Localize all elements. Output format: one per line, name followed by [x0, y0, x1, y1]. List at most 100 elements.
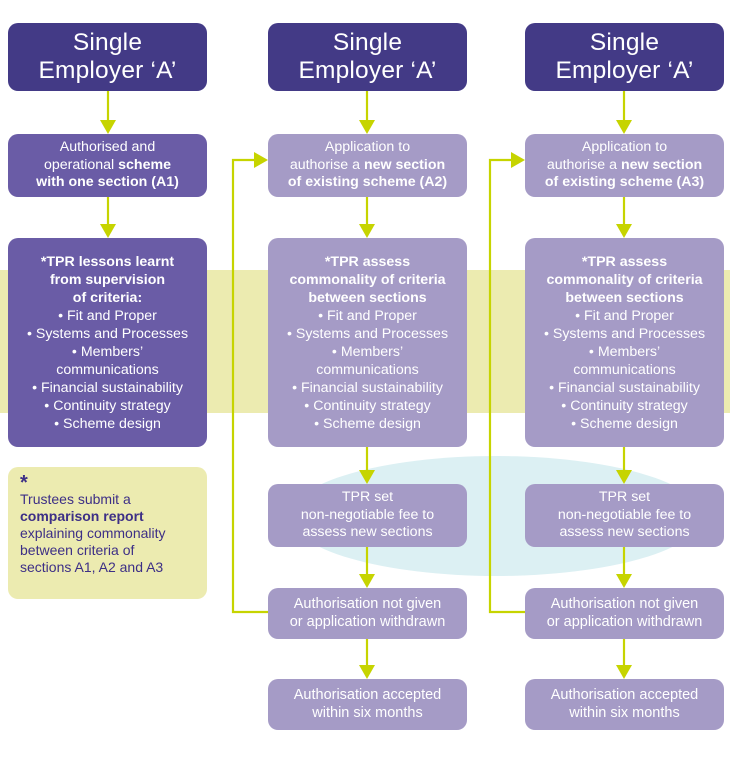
criteria-item: • Systems and Processes [286, 325, 449, 342]
col1-step1-line1: Authorised and [59, 139, 156, 156]
col2-accepted-line2: within six months [312, 704, 423, 721]
criteria-title-line: of criteria: [72, 289, 143, 306]
col3-fee-line2: non-negotiable fee to [557, 506, 692, 523]
criteria-item: • Members’ [588, 343, 661, 360]
col2-fee-line1: TPR set [341, 489, 394, 506]
col2-rejected-line1: Authorisation not given [293, 596, 442, 612]
criteria-item: • Systems and Processes [543, 325, 706, 342]
col2-accepted-box: Authorisation accepted within six months [268, 679, 467, 730]
criteria-item: • Scheme design [54, 415, 161, 432]
criteria-item: • Continuity strategy [304, 397, 431, 414]
criteria-item: • Financial sustainability [32, 379, 183, 396]
criteria-title-line: *TPR assess [581, 253, 668, 270]
col3-feedback-line [488, 158, 525, 614]
criteria-item: • Members’ [331, 343, 404, 360]
col2-fee-line3: assess new sections [302, 524, 433, 541]
col3-application-box: Application to authorise a new section o… [525, 134, 724, 197]
col3-accepted-line2: within six months [569, 704, 680, 721]
col1-step1-line2: operational scheme [44, 156, 171, 173]
criteria-item: • Fit and Proper [58, 307, 157, 324]
col3-arrow-2-arrowhead-icon [616, 224, 632, 238]
col3-fee-line1: TPR set [598, 489, 651, 506]
criteria-item: • Members’ [71, 343, 144, 360]
note-line: explaining commonality [20, 525, 166, 541]
note-line: comparison report [20, 508, 144, 524]
col1-scheme-box: Authorised and operational scheme with o… [8, 134, 207, 197]
col2-rejected-box: Authorisation not given or application w… [268, 588, 467, 639]
col1-arrow-1-arrowhead-icon [100, 120, 116, 134]
criteria-item: • Continuity strategy [561, 397, 688, 414]
col2-step1-line2: authorise a new section [289, 156, 446, 173]
col2-header-line2: Employer ‘A’ [298, 57, 437, 84]
col3-feedback-arrowhead-icon [511, 152, 525, 168]
col2-fee-box: TPR set non-negotiable fee to assess new… [268, 484, 467, 547]
col2-header-box: Single Employer ‘A’ [268, 23, 467, 91]
col3-fee-box: TPR set non-negotiable fee to assess new… [525, 484, 724, 547]
col2-arrow-1-arrowhead-icon [359, 120, 375, 134]
criteria-title-line: from supervision [49, 271, 166, 288]
col3-header-line2: Employer ‘A’ [555, 57, 694, 84]
col3-header-line1: Single [589, 29, 660, 56]
col3-header-box: Single Employer ‘A’ [525, 23, 724, 91]
col2-feedback-line [231, 158, 268, 614]
col3-step1-line2: authorise a new section [546, 156, 703, 173]
col3-step1-line1: Application to [581, 139, 668, 156]
col2-arrow-3-arrowhead-icon [359, 470, 375, 484]
col3-arrow-1-arrowhead-icon [616, 120, 632, 134]
col3-arrow-3-arrowhead-icon [616, 470, 632, 484]
col3-rejected-line1: Authorisation not given [550, 596, 699, 612]
col3-fee-line3: assess new sections [559, 524, 690, 541]
note-line: sections A1, A2 and A3 [20, 559, 164, 575]
col2-application-box: Application to authorise a new section o… [268, 134, 467, 197]
col1-arrow-2-arrowhead-icon [100, 224, 116, 238]
col2-arrow-2-arrowhead-icon [359, 224, 375, 238]
col2-fee-line2: non-negotiable fee to [300, 506, 435, 523]
col2-arrow-4-arrowhead-icon [359, 574, 375, 588]
col2-rejected-line2: or application withdrawn [289, 613, 446, 630]
criteria-item: • Financial sustainability [292, 379, 443, 396]
criteria-title-line: commonality of criteria [546, 271, 703, 288]
criteria-item: communications [316, 361, 419, 378]
criteria-title-line: *TPR lessons learnt [40, 253, 175, 270]
criteria-item: • Scheme design [571, 415, 678, 432]
col3-accepted-line1: Authorisation accepted [550, 687, 699, 703]
col2-accepted-line1: Authorisation accepted [293, 687, 442, 703]
criteria-item: communications [56, 361, 159, 378]
criteria-item: communications [573, 361, 676, 378]
criteria-item: • Fit and Proper [318, 307, 417, 324]
col1-step1-line3: with one section (A1) [36, 174, 179, 191]
col1-header-box: Single Employer ‘A’ [8, 23, 207, 91]
col2-header-line1: Single [332, 29, 403, 56]
criteria-title-line: between sections [308, 289, 427, 306]
col2-step1-line1: Application to [324, 139, 411, 156]
note-line: between criteria of [20, 542, 135, 558]
criteria-title-line: commonality of criteria [289, 271, 446, 288]
col2-feedback-arrowhead-icon [254, 152, 268, 168]
criteria-item: • Scheme design [314, 415, 421, 432]
col1-header-line2: Employer ‘A’ [38, 57, 177, 84]
col3-accepted-box: Authorisation accepted within six months [525, 679, 724, 730]
col2-step1-line3: of existing scheme (A2) [287, 174, 448, 191]
note-line: Trustees submit a [20, 491, 131, 507]
col3-rejected-box: Authorisation not given or application w… [525, 588, 724, 639]
col1-header-line1: Single [72, 29, 143, 56]
col2-arrow-5-arrowhead-icon [359, 665, 375, 679]
col3-step1-line3: of existing scheme (A3) [544, 174, 705, 191]
col3-rejected-line2: or application withdrawn [546, 613, 703, 630]
criteria-title-line: *TPR assess [324, 253, 411, 270]
asterisk-icon: * [20, 472, 28, 494]
criteria-item: • Fit and Proper [575, 307, 674, 324]
criteria-title-line: between sections [565, 289, 684, 306]
criteria-item: • Continuity strategy [44, 397, 171, 414]
criteria-item: • Financial sustainability [549, 379, 700, 396]
col3-arrow-5-arrowhead-icon [616, 665, 632, 679]
col3-arrow-4-arrowhead-icon [616, 574, 632, 588]
